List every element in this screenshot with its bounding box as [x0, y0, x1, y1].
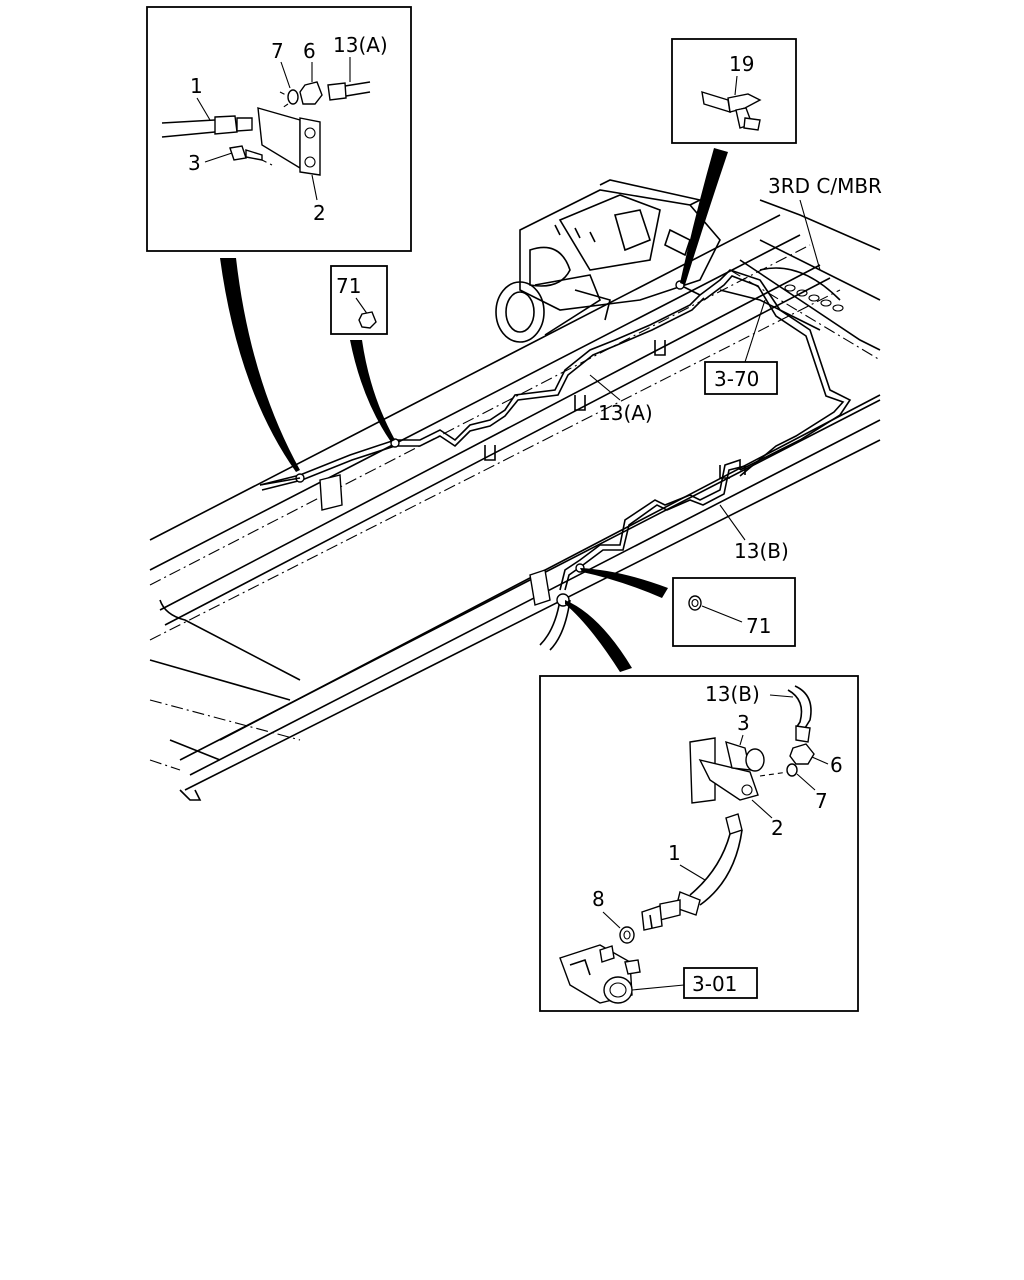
- detail-box-71-upper: 71: [330, 265, 388, 335]
- arrow-71-lower: [580, 568, 668, 598]
- nut-icon: [789, 743, 815, 765]
- crossmember-holes: [784, 284, 844, 312]
- bottom-label-2: 2: [771, 816, 784, 840]
- bolt-icon: [725, 740, 765, 772]
- ref-box-3-01: [683, 967, 758, 999]
- nut-icon: [358, 311, 377, 329]
- arrow-19: [680, 148, 728, 285]
- bottom-label-13b: 13(B): [705, 682, 760, 706]
- ref-label-3-70: 3-70: [714, 367, 759, 391]
- hose-icon: [161, 115, 253, 138]
- bracket-icon: [257, 107, 321, 176]
- nut-icon: [299, 81, 323, 105]
- tee-fitting-icon: [701, 90, 762, 131]
- lower-hose: [529, 563, 585, 651]
- front-bracket: [259, 473, 343, 511]
- washer-icon: [287, 89, 299, 105]
- pipe-13b: [559, 458, 746, 591]
- label-71-upper: 71: [336, 274, 361, 298]
- bottom-label-3: 3: [737, 711, 750, 735]
- bolt-icon: [229, 145, 263, 161]
- label-19: 19: [729, 52, 754, 76]
- detail-box-bottom: 13(B) 3 6 7 2: [539, 675, 859, 1012]
- top-left-label-6: 6: [303, 39, 316, 63]
- bottom-label-1: 1: [668, 841, 681, 865]
- bottom-label-7: 7: [815, 789, 828, 813]
- arrow-71-upper: [350, 340, 395, 442]
- arrow-bottom-box: [565, 600, 632, 672]
- label-pipe-13a: 13(A): [598, 401, 653, 425]
- top-left-label-13a: 13(A): [333, 33, 388, 57]
- arrow-top-left: [220, 258, 300, 472]
- pipe-branch-rear: [699, 269, 852, 477]
- detail-box-71-lower: 71: [672, 577, 796, 647]
- label-71-lower: 71: [746, 614, 771, 638]
- bracket-icon: [689, 737, 759, 804]
- top-left-label-2: 2: [313, 201, 326, 225]
- top-left-label-1: 1: [190, 74, 203, 98]
- hose-icon: [641, 813, 743, 931]
- transmission-assembly: [495, 179, 721, 343]
- bottom-label-8: 8: [592, 887, 605, 911]
- valve-icon: [559, 944, 641, 1004]
- top-left-label-7: 7: [271, 39, 284, 63]
- bottom-label-6: 6: [830, 753, 843, 777]
- washer-icon: [786, 763, 798, 777]
- label-3rd-crossmember: 3RD C/MBR: [768, 174, 882, 198]
- detail-box-19: 19: [671, 38, 797, 144]
- label-pipe-13b: 13(B): [734, 539, 789, 563]
- washer-icon: [688, 595, 702, 611]
- top-left-label-3: 3: [188, 151, 201, 175]
- detail-box-top-left: 1 3 2 7 6 13(A): [146, 6, 412, 252]
- ref-label-3-01: 3-01: [692, 972, 737, 996]
- washer-icon: [619, 926, 635, 944]
- ref-box-3-70: [704, 361, 778, 395]
